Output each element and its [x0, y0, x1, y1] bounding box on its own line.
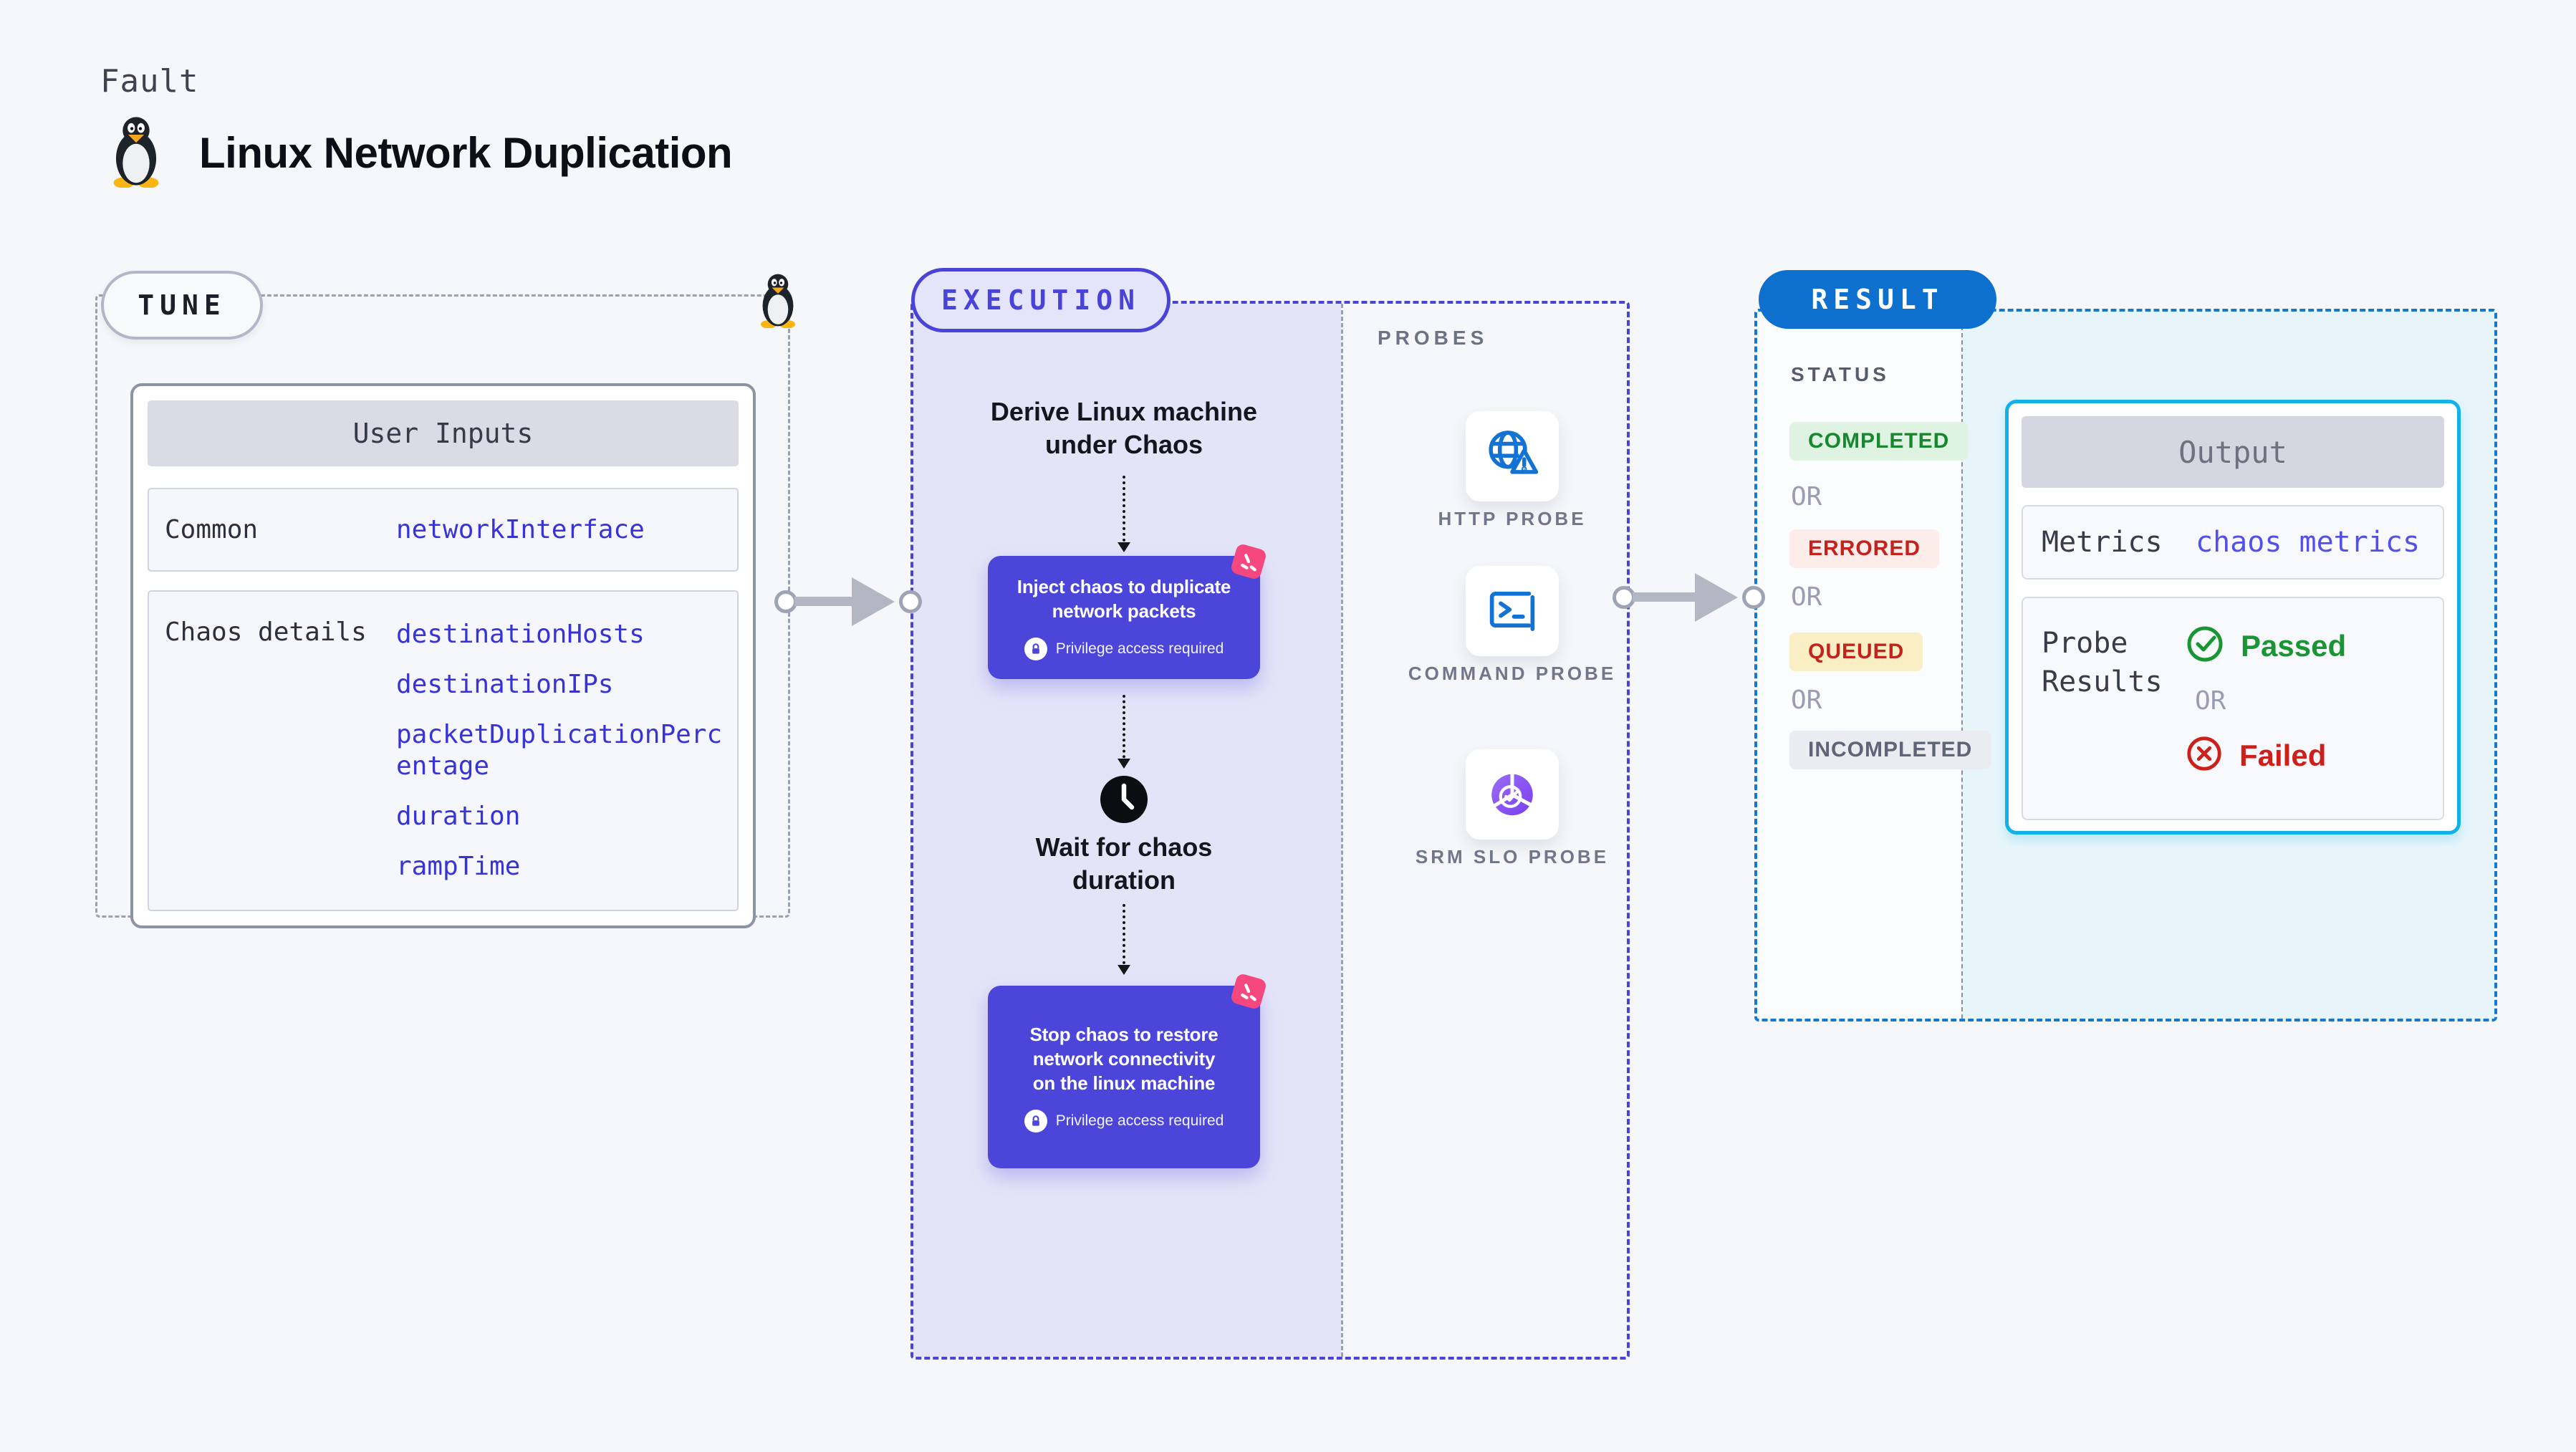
arrowhead [852, 577, 895, 626]
privilege-note: Privilege access required [1024, 1109, 1224, 1133]
execution-probes-divider [1341, 304, 1343, 1357]
x-circle-icon [2185, 734, 2224, 777]
user-inputs-card: User Inputs Common networkInterface Chao… [130, 383, 756, 928]
input-row-label: Common [165, 515, 259, 544]
status-output-divider [1961, 312, 1963, 1019]
status-badge-errored: ERRORED [1789, 529, 1940, 568]
status-badge-completed: COMPLETED [1789, 422, 1969, 461]
privilege-note: Privilege access required [1024, 638, 1224, 660]
tux-penguin-small-icon [754, 272, 802, 332]
execution-pill: EXECUTION [911, 268, 1171, 332]
step-stop-chaos: Stop chaos to restore network connectivi… [988, 986, 1260, 1168]
probe-name: COMMAND PROBE [1408, 663, 1617, 684]
probes-label: PROBES [1378, 327, 1489, 349]
or-separator: OR [1791, 686, 1822, 715]
param-destinationIPs: destinationIPs [396, 670, 614, 699]
lock-icon [1024, 1109, 1047, 1133]
srm-slo-probe-card [1466, 749, 1559, 840]
connector-arrow-execution-to-result [1613, 572, 1765, 623]
command-probe-card [1466, 566, 1559, 656]
failed-label: Failed [2239, 738, 2327, 772]
flow-arrow-icon [1118, 695, 1130, 769]
connector-dot [899, 590, 922, 613]
page-title: Linux Network Duplication [199, 129, 733, 177]
result-pill: RESULT [1759, 270, 1996, 329]
metrics-row: Metrics chaos metrics [2022, 505, 2444, 580]
user-inputs-header: User Inputs [148, 400, 739, 466]
flow-arrow-icon [1118, 476, 1130, 552]
param-packetDuplicationPercentage: packetDuplicationPercentage [396, 720, 723, 781]
or-separator: OR [1791, 482, 1822, 511]
probe-name: SRM SLO PROBE [1415, 846, 1610, 867]
result-section: STATUS COMPLETED OR ERRORED OR QUEUED OR… [1754, 309, 2497, 1021]
tune-pill: TUNE [101, 271, 263, 340]
input-row-common: Common networkInterface [148, 488, 739, 572]
input-row-chaos-details: Chaos details destinationHosts destinati… [148, 590, 739, 911]
execution-panel [913, 304, 1341, 1357]
probe-name: HTTP PROBE [1438, 508, 1587, 529]
lock-icon [1024, 638, 1047, 660]
globe-alert-icon [1481, 426, 1543, 487]
chaos-logo-icon [1227, 970, 1270, 1013]
step-inject-chaos: Inject chaos to duplicate network packet… [988, 556, 1260, 679]
http-probe-card [1466, 411, 1559, 501]
connector-dot [1742, 586, 1765, 609]
connector-arrow-tune-to-execution [774, 576, 922, 628]
input-row-label: Chaos details [165, 617, 367, 647]
param-networkInterface: networkInterface [396, 514, 645, 544]
terminal-icon [1483, 583, 1542, 640]
metrics-label: Metrics [2042, 526, 2163, 559]
title-row: Linux Network Duplication [105, 115, 733, 191]
execution-section: Derive Linux machine under Chaos Inject … [910, 301, 1630, 1360]
status-badge-queued: QUEUED [1789, 633, 1923, 671]
param-duration: duration [396, 802, 521, 831]
param-rampTime: rampTime [396, 852, 521, 881]
step-wait-duration: Wait for chaos duration [1035, 832, 1213, 895]
probe-results-row: Probe Results Passed OR Failed [2022, 597, 2444, 820]
status-label: STATUS [1791, 363, 1890, 385]
arrowhead [1695, 573, 1738, 622]
chaos-logo-icon [1227, 540, 1270, 583]
check-circle-icon [2185, 624, 2225, 668]
step-derive-machine: Derive Linux machine under Chaos [990, 397, 1258, 459]
tux-penguin-icon [105, 115, 168, 191]
clock-icon [1100, 775, 1148, 827]
param-destinationHosts: destinationHosts [396, 620, 645, 649]
status-badge-incompleted: INCOMPLETED [1789, 731, 1991, 769]
metrics-value: chaos metrics [2196, 526, 2421, 559]
or-separator: OR [1791, 582, 1822, 612]
output-card: Output Metrics chaos metrics Probe Resul… [2005, 400, 2461, 835]
slo-donut-icon [1484, 764, 1541, 825]
flow-arrow-icon [1118, 904, 1130, 975]
passed-label: Passed [2241, 628, 2347, 663]
or-separator: OR [2195, 686, 2226, 716]
probe-results-label: Probe Results [2042, 627, 2163, 698]
output-header: Output [2022, 416, 2444, 488]
fault-kicker: Fault [100, 63, 199, 100]
